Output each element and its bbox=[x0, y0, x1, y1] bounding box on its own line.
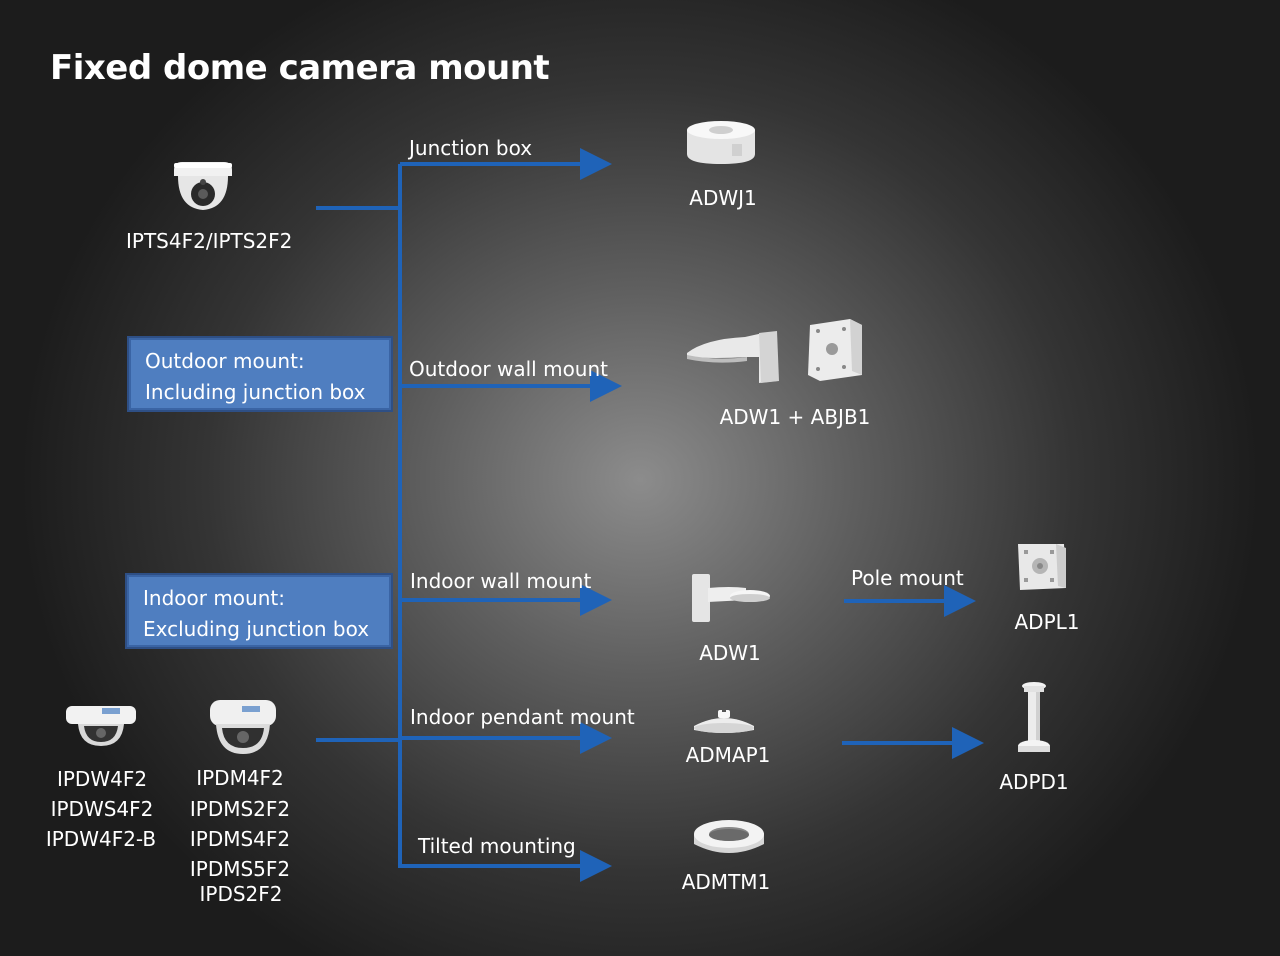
turret-camera-icon bbox=[174, 162, 232, 210]
branch-label-junction-box: Junction box bbox=[409, 136, 533, 160]
branch-label-outdoor-wall: Outdoor wall mount bbox=[409, 357, 609, 381]
page-title: Fixed dome camera mount bbox=[50, 48, 550, 88]
dome-model-4: IPDMS5F2 bbox=[189, 857, 291, 881]
pole-adapter-icon bbox=[1018, 544, 1066, 590]
branch-label-tilted: Tilted mounting bbox=[418, 834, 576, 858]
product-label-adw1-abjb1: ADW1 + ABJB1 bbox=[719, 405, 871, 429]
indoor-mount-subtitle: Excluding junction box bbox=[143, 617, 370, 641]
outdoor-mount-subtitle: Including junction box bbox=[145, 380, 366, 404]
branch-label-pole: Pole mount bbox=[851, 566, 964, 590]
outdoor-mount-title: Outdoor mount: bbox=[145, 349, 305, 373]
mini-dome-model-2: IPDWS4F2 bbox=[50, 797, 154, 821]
pole-junction-box-icon bbox=[808, 319, 862, 381]
outdoor-mount-box: Outdoor mount: Including junction box bbox=[129, 338, 391, 410]
indoor-mount-box: Indoor mount: Excluding junction box bbox=[127, 575, 391, 647]
junction-box-icon bbox=[687, 121, 755, 164]
dome-model-2: IPDMS2F2 bbox=[189, 797, 291, 821]
product-label-adpd1: ADPD1 bbox=[999, 770, 1069, 794]
mini-dome-model-3: IPDW4F2-B bbox=[45, 827, 157, 851]
product-label-admap1: ADMAP1 bbox=[685, 743, 771, 767]
product-label-adwj1: ADWJ1 bbox=[689, 186, 757, 210]
pendant-mount-icon bbox=[1018, 682, 1050, 752]
product-label-admtm1: ADMTM1 bbox=[681, 870, 771, 894]
dome-model-5: IPDS2F2 bbox=[199, 882, 283, 906]
mini-dome-model-1: IPDW4F2 bbox=[56, 767, 148, 791]
indoor-mount-title: Indoor mount: bbox=[143, 586, 285, 610]
pendant-adapter-icon bbox=[694, 708, 754, 733]
indoor-wall-bracket-icon bbox=[692, 574, 770, 622]
branch-label-indoor-pendant: Indoor pendant mount bbox=[410, 705, 635, 729]
tilt-mount-ring-icon bbox=[694, 820, 764, 853]
dome-model-1: IPDM4F2 bbox=[196, 766, 284, 790]
dome-model-3: IPDMS4F2 bbox=[189, 827, 291, 851]
product-label-adpl1: ADPL1 bbox=[1014, 610, 1080, 634]
dome-camera-icon bbox=[210, 700, 276, 754]
mini-dome-camera-icon bbox=[66, 706, 136, 746]
branch-label-indoor-wall: Indoor wall mount bbox=[410, 569, 592, 593]
turret-camera-label: IPTS4F2/IPTS2F2 bbox=[126, 229, 293, 253]
product-label-adw1: ADW1 bbox=[699, 641, 761, 665]
outdoor-wall-bracket-icon bbox=[687, 331, 779, 383]
